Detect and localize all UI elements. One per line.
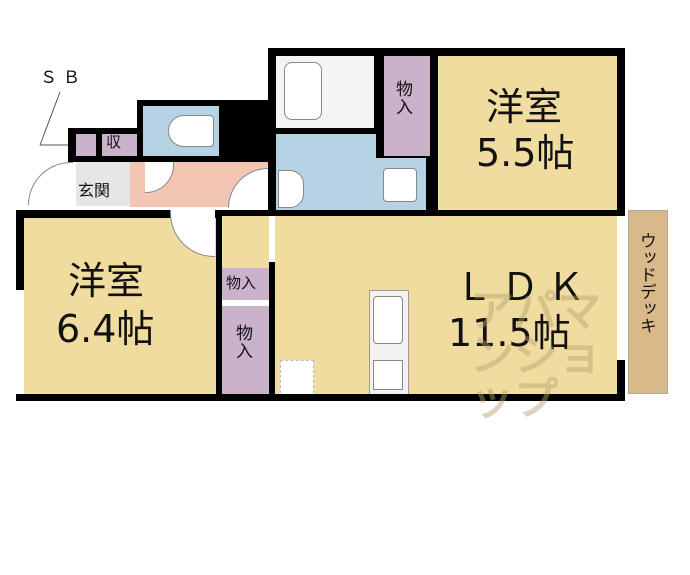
leader-line <box>39 91 73 146</box>
room-1-name: 洋室 <box>486 85 563 129</box>
wall-ldk-top <box>216 210 625 216</box>
small-storage <box>102 134 137 156</box>
wall-closet <box>269 262 275 400</box>
bathtub-icon <box>284 62 322 120</box>
room-2-size: 6.4帖 <box>56 307 155 351</box>
toilet-icon <box>168 115 214 147</box>
kitchen-sink-icon <box>373 296 403 344</box>
wall-right-upper <box>617 48 625 213</box>
closet-bottom <box>222 306 269 396</box>
closet-bottom-label: 物 入 <box>236 324 253 362</box>
wall-bottom <box>16 394 625 401</box>
entrance-floor <box>76 162 132 206</box>
entrance-door[interactable] <box>28 162 73 205</box>
room-1-size: 5.5帖 <box>476 131 575 175</box>
room-2-name: 洋室 <box>68 259 145 303</box>
wall-left-room <box>16 210 216 218</box>
closet-top-label: 物 入 <box>396 80 413 118</box>
watermark: アパマンショップ <box>470 286 602 425</box>
ldk-left <box>222 216 269 268</box>
wall-divider <box>216 210 222 400</box>
western-room-5-5 <box>438 56 617 210</box>
fridge-space <box>280 360 314 398</box>
closet-mid-label: 物入 <box>226 274 257 292</box>
closet-top <box>384 56 430 156</box>
washer-pan-icon <box>383 168 417 202</box>
wood-deck <box>628 210 668 394</box>
entrance-label: 玄関 <box>78 181 111 200</box>
ldk <box>275 216 617 396</box>
deck-label: ウッドデッキ <box>635 232 656 334</box>
wall-right-lower <box>617 360 625 400</box>
shoe-box <box>76 134 96 156</box>
sink-icon <box>278 170 304 208</box>
ldk-name: ＬＤＫ <box>455 265 594 309</box>
wall-left <box>16 210 24 290</box>
closet-mid <box>222 268 269 300</box>
small-storage-label: 収 <box>106 133 122 151</box>
shoe-box-label: ＳＢ <box>40 68 86 88</box>
stove-icon <box>373 360 403 390</box>
wall-top-right <box>430 48 625 56</box>
ldk-size: 11.5帖 <box>448 311 571 355</box>
